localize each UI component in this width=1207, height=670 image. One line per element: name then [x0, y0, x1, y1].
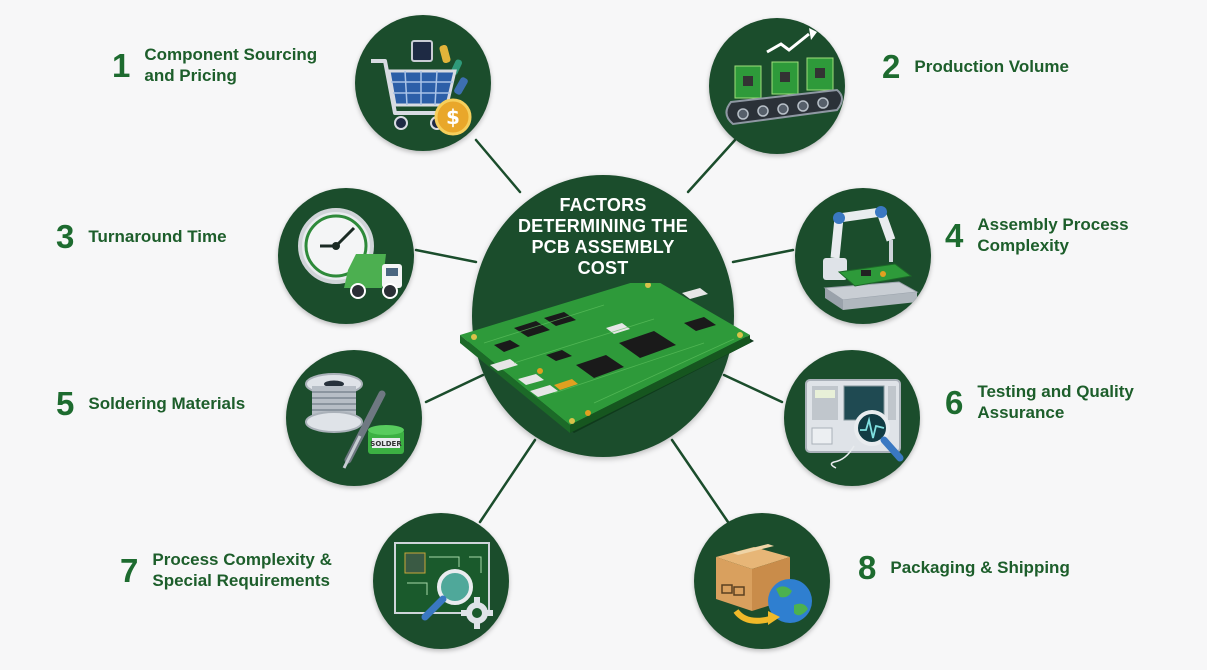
factor-8-title: Packaging & Shipping	[890, 557, 1069, 578]
factor-8-circle	[694, 513, 830, 649]
center-title-line-3: PCB ASSEMBLY	[531, 237, 675, 257]
factor-7-label: 7 Process Complexity & Special Requireme…	[120, 549, 332, 591]
factor-6-title: Testing and Quality Assurance	[977, 381, 1133, 423]
factor-6-circle	[784, 350, 920, 486]
pcb-board-icon	[460, 283, 754, 433]
factor-1-number: 1	[112, 46, 131, 84]
factor-5-label: 5 Soldering Materials	[56, 387, 245, 420]
connector-8	[670, 438, 730, 524]
factor-8-label: 8 Packaging & Shipping	[858, 551, 1070, 584]
factor-6-line-1: Testing and Quality	[977, 382, 1134, 401]
center-title-line-4: COST	[577, 258, 629, 278]
factor-6-number: 6	[945, 383, 964, 421]
factor-1-line-1: Component Sourcing	[144, 45, 318, 64]
solder-jar-label: SOLDER	[370, 440, 402, 448]
factor-2-title: Production Volume	[914, 56, 1069, 77]
factor-4-number: 4	[945, 216, 964, 254]
connector-5	[424, 373, 485, 404]
factor-8-number: 8	[858, 549, 877, 586]
factor-8-line-1: Packaging & Shipping	[890, 558, 1070, 577]
factor-1-line-2: and Pricing	[144, 66, 237, 85]
factor-1-label: 1 Component Sourcing and Pricing	[112, 44, 317, 86]
connector-4	[731, 248, 795, 264]
factor-2-circle	[709, 18, 845, 154]
factor-1-circle: $	[355, 15, 491, 151]
factor-7-line-2: Special Requirements	[152, 571, 330, 590]
factor-3-circle	[278, 188, 414, 324]
factor-5-line-1: Soldering Materials	[88, 394, 246, 413]
connector-2	[686, 138, 737, 194]
factor-7-circle	[373, 513, 509, 649]
connector-1	[474, 138, 522, 194]
clock-delivery-truck-icon	[298, 208, 402, 299]
factor-4-line-2: Complexity	[977, 236, 1069, 255]
center-hub: FACTORS DETERMINING THE PCB ASSEMBLY COS…	[460, 175, 754, 457]
factor-5-number: 5	[56, 385, 75, 422]
center-title-line-2: DETERMINING THE	[517, 216, 688, 236]
factor-4-title: Assembly Process Complexity	[977, 214, 1128, 256]
factor-3-title: Turnaround Time	[88, 226, 226, 247]
shopping-cart-components-icon: $	[371, 40, 472, 136]
center-title-line-1: FACTORS	[559, 195, 647, 215]
factor-2-number: 2	[882, 48, 901, 85]
conveyor-belt-growth-icon	[725, 28, 843, 126]
factor-4-circle	[795, 188, 931, 324]
factor-3-line-1: Turnaround Time	[88, 227, 227, 246]
factor-5-circle: SOLDER	[286, 350, 422, 486]
factor-5-title: Soldering Materials	[88, 393, 245, 414]
pcb-magnifier-gear-icon	[394, 542, 493, 629]
package-globe-icon	[716, 544, 812, 625]
connector-6	[722, 373, 784, 404]
connector-3	[414, 248, 478, 264]
factor-2-line-1: Production Volume	[914, 57, 1069, 76]
factor-7-number: 7	[120, 551, 139, 589]
test-equipment-magnifier-icon	[805, 379, 904, 469]
factor-1-title: Component Sourcing and Pricing	[144, 44, 317, 86]
factor-6-line-2: Assurance	[977, 403, 1065, 422]
factor-4-label: 4 Assembly Process Complexity	[945, 214, 1129, 256]
solder-spool-iron-icon: SOLDER	[305, 373, 404, 469]
factor-7-title: Process Complexity & Special Requirement…	[152, 549, 332, 591]
connector-7	[478, 438, 537, 524]
svg-text:$: $	[446, 105, 460, 129]
factor-6-label: 6 Testing and Quality Assurance	[945, 381, 1134, 423]
factor-3-label: 3 Turnaround Time	[56, 220, 227, 253]
factor-3-number: 3	[56, 218, 75, 255]
factor-7-line-1: Process Complexity &	[152, 550, 332, 569]
factor-4-line-1: Assembly Process	[977, 215, 1129, 234]
center-title: FACTORS DETERMINING THE PCB ASSEMBLY COS…	[472, 195, 734, 279]
factor-2-label: 2 Production Volume	[882, 50, 1069, 83]
robotic-arm-assembly-icon	[823, 206, 919, 310]
